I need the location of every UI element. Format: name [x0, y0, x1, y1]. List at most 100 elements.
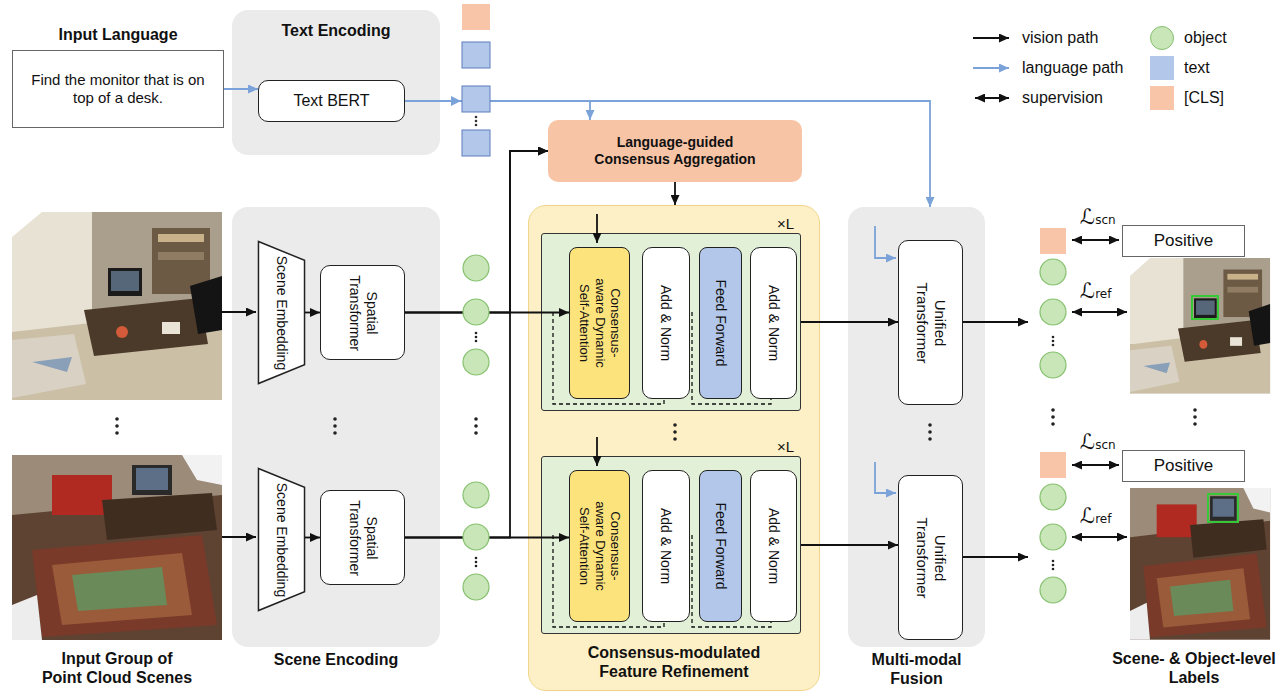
embedding-trapezoid-outline [258, 241, 304, 383]
ellipsis-dots [1052, 340, 1055, 343]
residual-line [692, 535, 771, 627]
scene-image [12, 212, 222, 400]
connector [405, 101, 590, 120]
legend-item: supervision [972, 86, 1103, 110]
text-holder: Positive [1154, 231, 1214, 251]
node-heading: ×L [777, 438, 794, 456]
connector [405, 151, 548, 313]
process-box: Add & Norm [642, 470, 690, 622]
supervision-arrow [1072, 536, 1127, 538]
text-holder: Add & Norm [658, 476, 675, 616]
node-text: Add & Norm [765, 476, 782, 616]
label-holder: ℒref [1080, 279, 1111, 304]
legend-text: [CLS] [1184, 89, 1224, 108]
text-holder: Consensus-modulated Feature Refinement [529, 644, 819, 682]
node-text: Unified Transformer [913, 508, 948, 608]
vision-arrow [596, 214, 598, 243]
text-holder: ×L [777, 215, 794, 233]
connector [305, 312, 320, 314]
text-holder: Scene Embedding [273, 475, 290, 605]
node-heading: Consensus-modulated Feature Refinement [574, 644, 774, 682]
label-holder: ℒscn [1080, 205, 1116, 230]
text-holder: Scene Embedding [273, 248, 290, 378]
ellipsis-dots [1052, 560, 1055, 563]
ellipsis-dots [1193, 408, 1197, 412]
process-box: Spatial Transformer [320, 490, 405, 585]
language-arrow [875, 226, 896, 258]
object-token [1040, 352, 1066, 378]
ellipsis-dots [475, 336, 478, 339]
ellipsis-dots [673, 437, 677, 441]
ellipsis-dots [333, 431, 337, 435]
connector [674, 182, 676, 205]
ellipsis-dots [115, 417, 119, 421]
node-text: Consensus-aware Dynamic Self-Attention [577, 498, 623, 594]
cls-token [1040, 452, 1066, 478]
process-box: Add & Norm [750, 470, 797, 622]
ellipsis-dots [115, 332, 1197, 571]
ellipsis-dots [115, 431, 119, 435]
loss-label: ℒref [1080, 279, 1111, 304]
legend-text: language path [1022, 59, 1123, 78]
process-box: Unified Transformer [898, 475, 963, 640]
text-holder: Text BERT [293, 92, 369, 111]
legend-swatch [1150, 86, 1174, 110]
ellipsis-dots [1052, 568, 1055, 571]
label-holder: ℒscn [1080, 430, 1116, 455]
text-holder: Unified Transformer [913, 508, 948, 608]
text-holder: Add & Norm [658, 253, 675, 393]
ellipsis-dots [673, 430, 677, 434]
legend-circle [1150, 26, 1174, 50]
supervision-arrow [1072, 239, 1119, 241]
node-text: Consensus-aware Dynamic Self-Attention [577, 275, 623, 371]
text-holder: Consensus-aware Dynamic Self-Attention [577, 498, 623, 594]
ellipsis-dots [333, 424, 337, 428]
vision-arrow [222, 311, 256, 313]
supervision-arrow [1072, 240, 1127, 537]
node-text: Add & Norm [658, 476, 675, 616]
attention-box: Consensus-aware Dynamic Self-Attention [569, 247, 630, 399]
ellipsis-dots [1052, 344, 1055, 347]
ellipsis-dots [475, 565, 478, 568]
text-holder: Add & Norm [765, 476, 782, 616]
ellipsis-dots [1052, 336, 1055, 339]
loss-label: ℒref [1080, 504, 1111, 529]
ellipsis-dots [475, 557, 478, 560]
legend-line [973, 37, 1009, 39]
text-token [462, 4, 490, 30]
node-heading: Multi-modal Fusion [847, 651, 987, 689]
ellipsis-dots [1051, 422, 1055, 426]
vision-arrow [596, 437, 598, 466]
vision-arrow [963, 556, 1028, 558]
ellipsis-dots [1193, 415, 1197, 419]
legend-item: vision path [972, 26, 1099, 50]
ellipsis-dots [115, 424, 119, 428]
embedding-trapezoid-outline [258, 468, 304, 610]
connector [405, 101, 930, 207]
process-box: Feed Forward [699, 470, 742, 622]
language-arrow [875, 462, 896, 493]
ellipsis-dots [475, 561, 478, 564]
legend-text: vision path [1022, 29, 1099, 48]
connector [305, 537, 320, 539]
supervision-arrow [1072, 464, 1119, 466]
language-arrow [875, 226, 896, 493]
connector [405, 151, 548, 538]
ellipsis-dots [1052, 564, 1055, 567]
ellipsis-dots [928, 430, 932, 434]
text-holder: Input Language [0, 26, 253, 45]
vision-arrow [963, 321, 1028, 323]
scene-image [12, 455, 222, 640]
text-holder: Multi-modal Fusion [808, 651, 1025, 689]
text-holder: Find the monitor that is on top of a des… [28, 71, 208, 106]
label-box: Positive [1122, 225, 1245, 257]
text-holder: Feed Forward [712, 253, 729, 393]
label-holder: ℒref [1080, 504, 1111, 529]
label-holder: Input Group of Point Cloud Scenes [0, 650, 234, 688]
node-text: Add & Norm [765, 253, 782, 393]
object-token [463, 255, 1066, 603]
legend-swatch [1150, 56, 1174, 80]
attention-box: Consensus-aware Dynamic Self-Attention [569, 470, 630, 622]
object-token [1040, 484, 1066, 510]
